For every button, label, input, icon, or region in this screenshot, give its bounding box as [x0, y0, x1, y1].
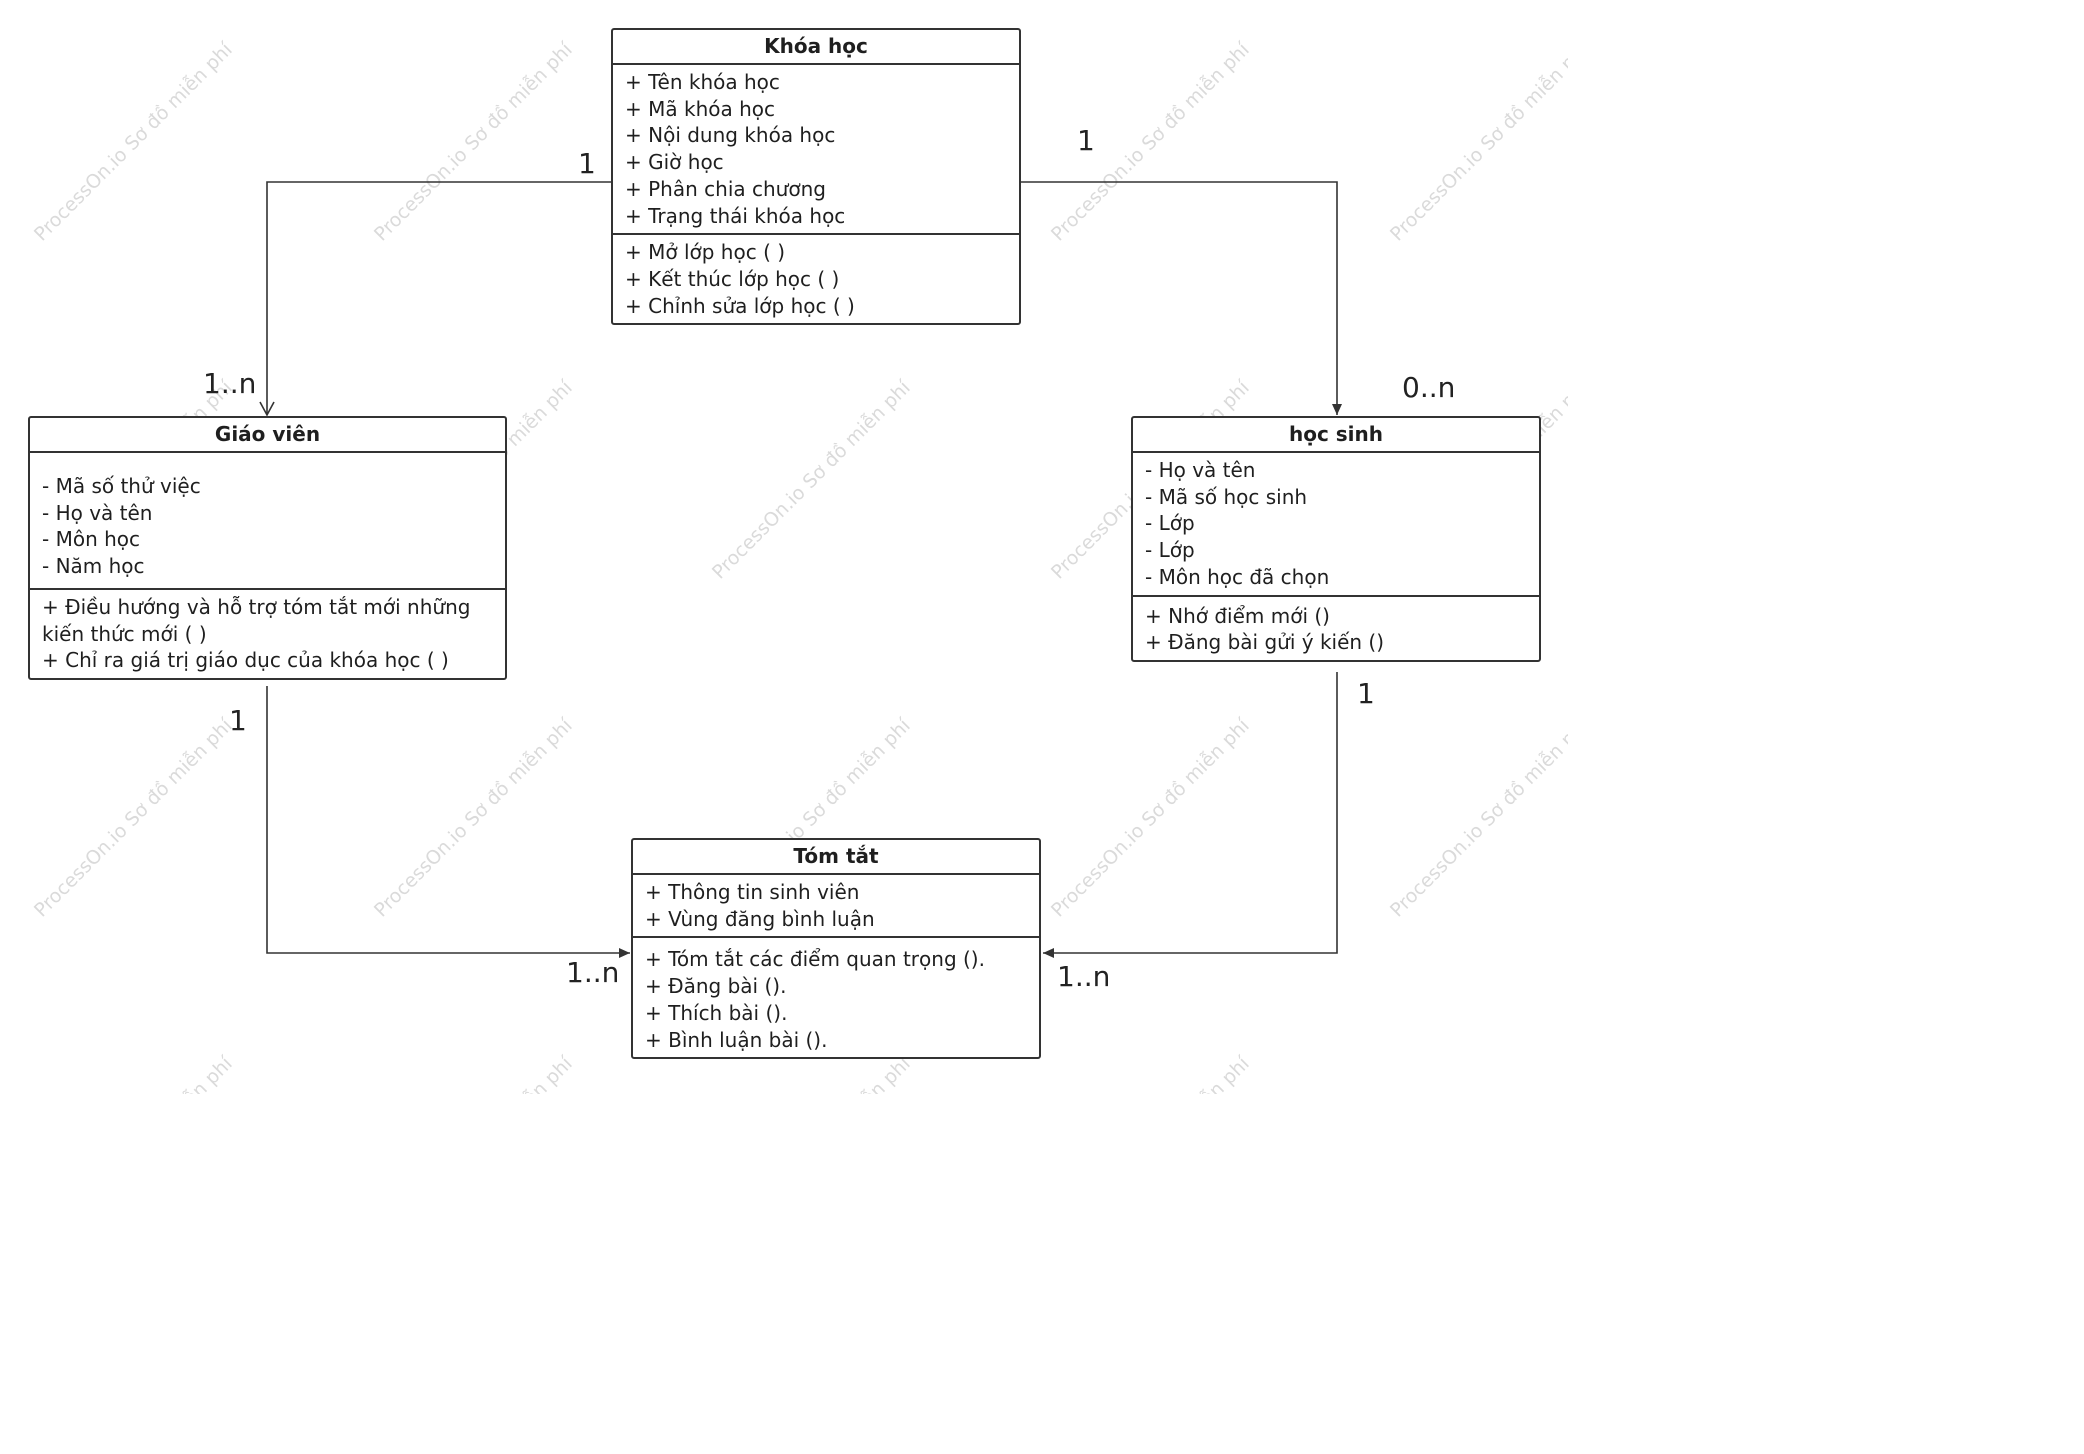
attribute: - Môn học — [42, 527, 141, 552]
method: + Bình luận bài (). — [645, 1027, 828, 1052]
attribute: - Môn học đã chọn — [1145, 564, 1330, 589]
methods-section: + Nhớ điểm mới () + Đăng bài gửi ý kiến … — [1133, 594, 1539, 660]
multiplicity-label: 1..n — [566, 956, 620, 989]
attribute: - Lớp — [1145, 538, 1195, 563]
methods-section: + Tóm tắt các điểm quan trọng (). + Đăng… — [633, 936, 1039, 1057]
method: + Chỉ ra giá trị giáo dục của khóa học (… — [42, 648, 449, 673]
multiplicity-label: 0..n — [1402, 371, 1456, 404]
method: + Đăng bài gửi ý kiến () — [1145, 630, 1385, 655]
multiplicity-label: 1 — [1357, 677, 1375, 710]
method: + Đăng bài (). — [645, 974, 787, 999]
association-khoa-hoc-giao-vien — [259, 181, 612, 417]
multiplicity-label: 1 — [578, 147, 596, 180]
class-giao-vien[interactable]: Giáo viên - Mã số thử việc - Họ và tên -… — [28, 416, 507, 680]
method: + Chỉnh sửa lớp học ( ) — [625, 293, 855, 318]
multiplicity-label: 1 — [229, 704, 247, 737]
multiplicity-label: 1..n — [203, 367, 257, 400]
attribute: + Mã khóa học — [625, 96, 775, 121]
association-giao-vien-tom-tat — [266, 686, 630, 958]
method: + Tóm tắt các điểm quan trọng (). — [645, 947, 985, 972]
class-name: Tóm tắt — [633, 840, 1039, 875]
methods-section: + Mở lớp học ( ) + Kết thúc lớp học ( ) … — [613, 233, 1019, 323]
class-name: học sinh — [1133, 418, 1539, 453]
class-name: Khóa học — [613, 30, 1019, 65]
attributes-section: - Mã số thử việc - Họ và tên - Môn học -… — [30, 453, 505, 588]
attributes-section: + Thông tin sinh viên + Vùng đăng bình l… — [633, 875, 1039, 936]
attributes-section: - Họ và tên - Mã số học sinh - Lớp - Lớp… — [1133, 453, 1539, 595]
attributes-section: + Tên khóa học + Mã khóa học + Nội dung … — [613, 65, 1019, 233]
class-khoa-hoc[interactable]: Khóa học + Tên khóa học + Mã khóa học + … — [611, 28, 1021, 326]
class-hoc-sinh[interactable]: học sinh - Họ và tên - Mã số học sinh - … — [1131, 416, 1541, 662]
method: + Mở lớp học ( ) — [625, 240, 786, 265]
attribute: + Phân chia chương — [625, 176, 826, 201]
attribute: + Giờ học — [625, 150, 724, 175]
multiplicity-label: 1..n — [1057, 960, 1111, 993]
association-khoa-hoc-hoc-sinh — [1020, 181, 1342, 415]
attribute: - Lớp — [1145, 511, 1195, 536]
attribute: + Thông tin sinh viên — [645, 880, 860, 904]
attribute: - Mã số thử việc — [42, 474, 201, 498]
class-tom-tat[interactable]: Tóm tắt + Thông tin sinh viên + Vùng đăn… — [631, 838, 1041, 1060]
connector-layer — [259, 181, 1342, 958]
attribute: + Trạng thái khóa học — [625, 203, 846, 228]
attribute: - Năm học — [42, 554, 145, 579]
attribute: - Họ và tên — [1145, 458, 1256, 482]
method: + Nhớ điểm mới () — [1145, 603, 1330, 628]
method: + Điều hướng và hỗ trợ tóm tắt mới những… — [42, 594, 471, 646]
attribute: - Họ và tên — [42, 500, 153, 525]
class-name: Giáo viên — [30, 418, 505, 453]
association-hoc-sinh-tom-tat — [1043, 672, 1338, 958]
multiplicity-label: 1 — [1077, 124, 1095, 157]
methods-section: + Điều hướng và hỗ trợ tóm tắt mới những… — [30, 587, 505, 678]
attribute: + Nội dung khóa học — [625, 123, 836, 148]
method: + Thích bài (). — [645, 1000, 788, 1025]
method: + Kết thúc lớp học ( ) — [625, 266, 840, 291]
attribute: + Vùng đăng bình luận — [645, 906, 875, 931]
attribute: - Mã số học sinh — [1145, 484, 1308, 509]
attribute: + Tên khóa học — [625, 70, 780, 94]
